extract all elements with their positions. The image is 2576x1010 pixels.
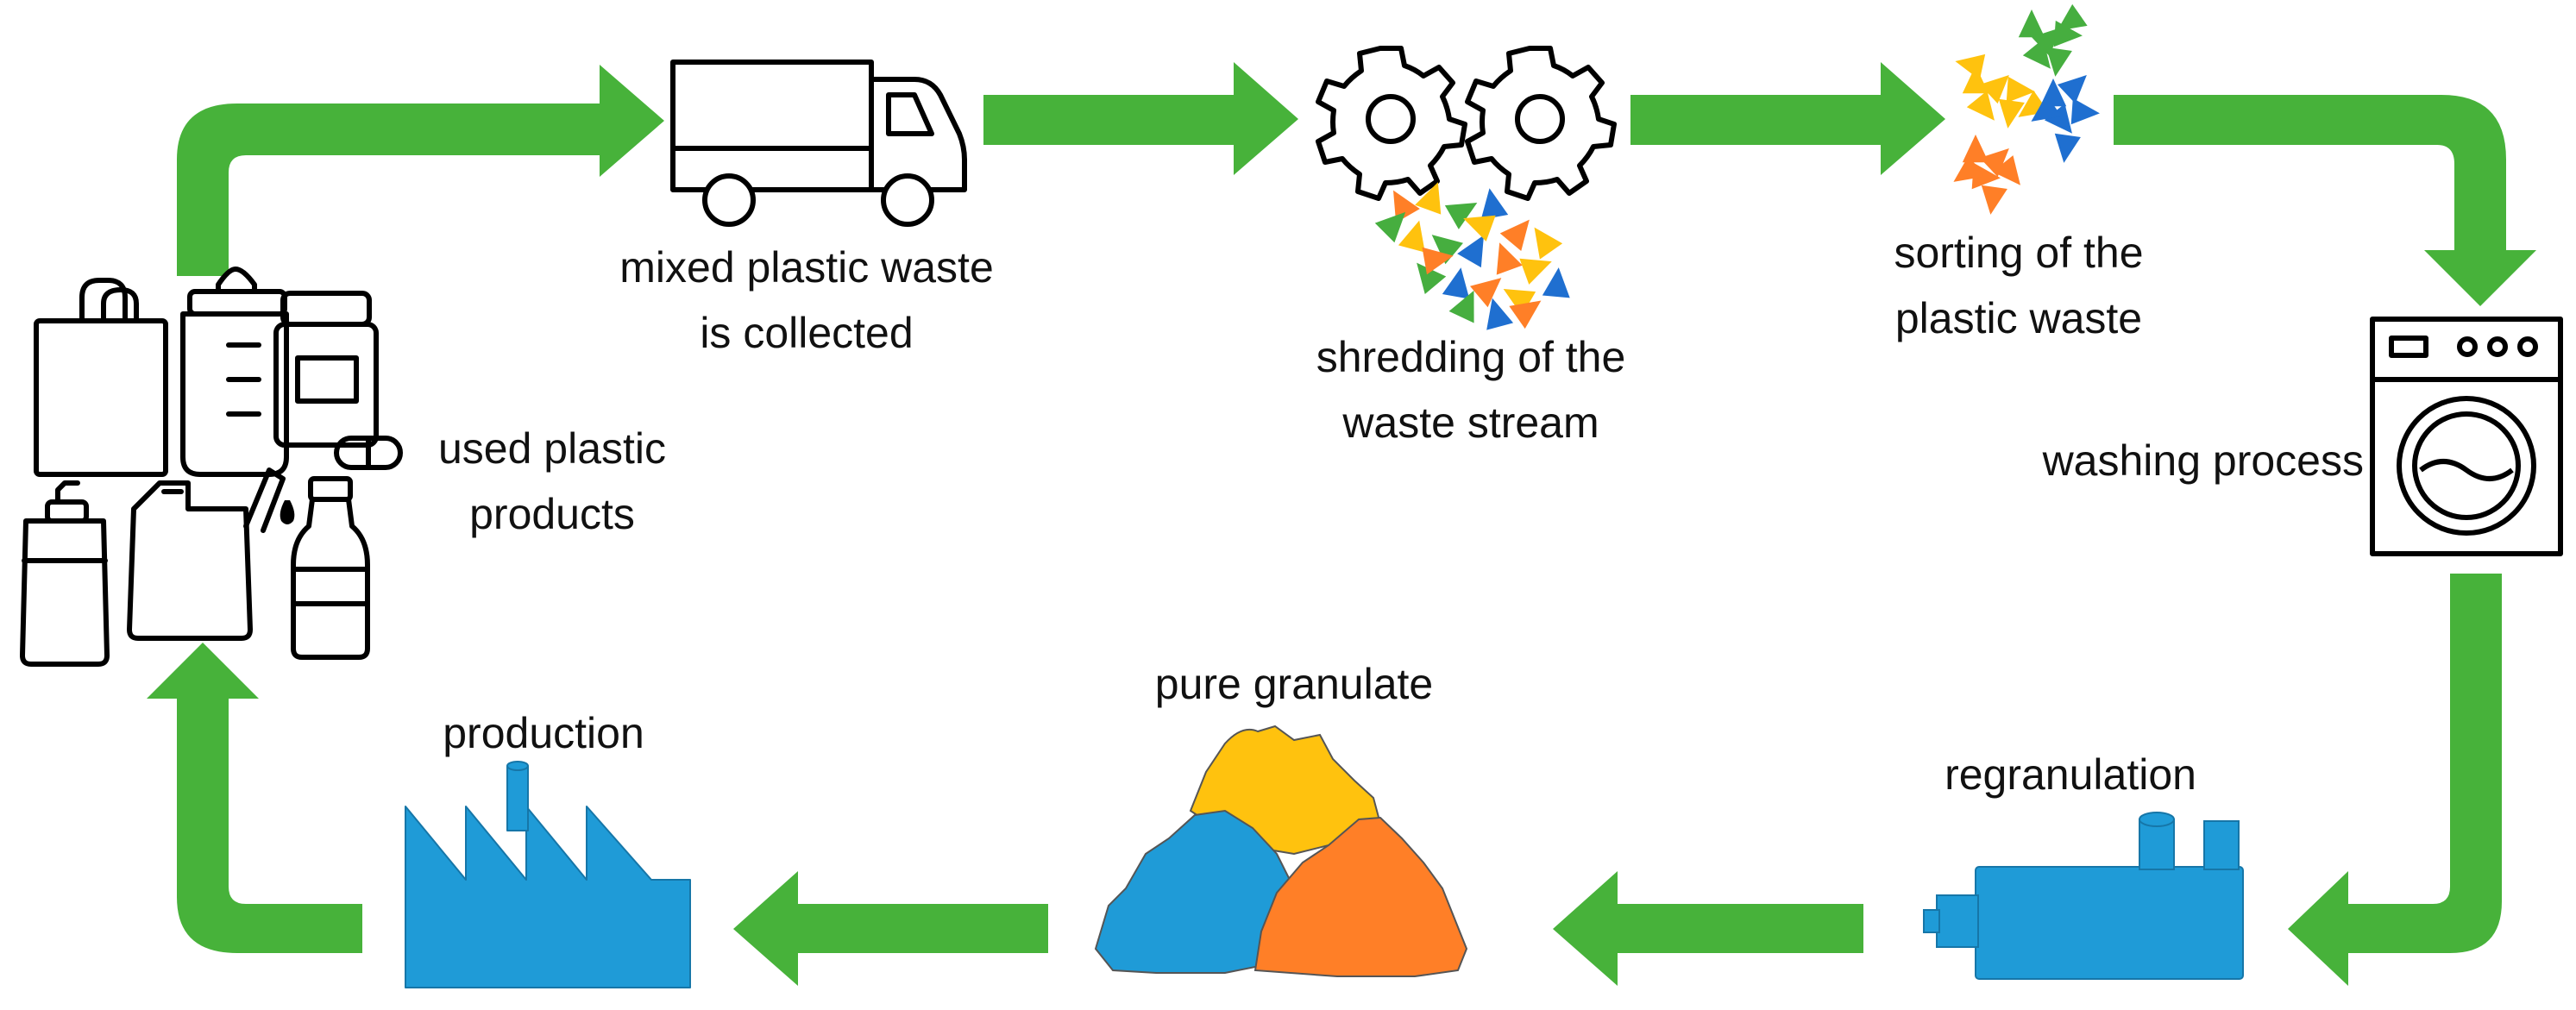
plastic-piece <box>1962 135 1989 163</box>
plastic-piece <box>2054 133 2081 163</box>
label-shredding-line2: waste stream <box>1342 398 1599 447</box>
label-collected-line1: mixed plastic waste <box>619 243 994 292</box>
plastic-piece <box>1519 258 1552 285</box>
plastic-products-icon <box>20 267 403 667</box>
sorted-pieces-icon <box>1953 3 2100 215</box>
label-collected-line2: is collected <box>700 309 914 357</box>
label-production: production <box>401 700 686 766</box>
plastic-piece <box>2044 104 2072 134</box>
regranulator-machine-icon <box>1923 812 2244 980</box>
label-sorting-line2: plastic waste <box>1894 294 2143 342</box>
plastic-piece <box>1981 185 2007 215</box>
plastic-piece <box>2070 97 2100 125</box>
plastic-piece <box>1374 211 1406 243</box>
shredded-pieces-icon <box>1374 182 1570 330</box>
arrow-gears-to-sorting <box>1630 62 1945 175</box>
washing-machine-icon <box>2370 317 2563 556</box>
plastic-piece <box>1422 247 1454 275</box>
label-granulate: pure granulate <box>1122 651 1467 717</box>
plastic-piece <box>1442 267 1470 299</box>
plastic-piece <box>2006 76 2035 104</box>
label-used-products: used plastic products <box>405 416 699 547</box>
arrow-regranulation-to-granulate <box>1553 871 1863 986</box>
label-washing: washing process <box>1984 428 2364 493</box>
label-regranulation: regranulation <box>1907 742 2234 807</box>
plastic-piece <box>2057 3 2088 31</box>
plastic-piece <box>1431 235 1464 265</box>
plastic-piece <box>1992 155 2020 185</box>
label-regranulation-line1: regranulation <box>1945 750 2196 799</box>
plastic-piece <box>2057 75 2087 104</box>
plastic-piece <box>1534 227 1563 260</box>
plastic-piece <box>1542 267 1570 298</box>
label-collected: mixed plastic waste is collected <box>604 235 1009 366</box>
label-production-line1: production <box>443 709 644 757</box>
plastic-piece <box>1953 154 1984 182</box>
arrow-products-to-truck <box>177 65 664 276</box>
arrow-truck-to-gears <box>983 62 1298 175</box>
arrow-sorting-to-washer <box>2114 95 2536 306</box>
label-washing-line1: washing process <box>2042 436 2364 485</box>
plastic-piece <box>2018 9 2045 38</box>
plastic-piece <box>1979 75 2009 104</box>
plastic-piece <box>1469 278 1502 308</box>
arrow-granulate-to-production <box>733 871 1048 986</box>
label-used-line1: used plastic <box>437 424 667 473</box>
plastic-piece <box>2045 47 2072 77</box>
arrow-washer-to-regranulation <box>2288 574 2502 986</box>
label-sorting-line1: sorting of the <box>1894 229 2144 277</box>
plastic-piece <box>1998 98 2025 129</box>
plastic-piece <box>1955 53 1986 80</box>
label-shredding: shredding of the waste stream <box>1277 324 1665 455</box>
gears-icon <box>1316 46 1614 201</box>
granulate-pile-icon <box>1094 725 1468 977</box>
truck-icon <box>670 60 967 227</box>
plastic-piece <box>1417 262 1447 295</box>
plastic-piece <box>1457 235 1484 268</box>
plastic-piece <box>2022 39 2051 69</box>
factory-icon <box>405 761 691 988</box>
plastic-piece <box>1979 148 2009 178</box>
plastic-piece <box>1448 290 1474 323</box>
plastic-piece <box>1398 220 1425 253</box>
plastic-piece <box>1444 203 1478 229</box>
label-granulate-line1: pure granulate <box>1154 660 1434 708</box>
plastic-piece <box>1496 242 1523 275</box>
plastic-piece <box>1415 182 1442 215</box>
plastic-piece <box>2031 94 2062 122</box>
plastic-piece <box>2031 28 2061 57</box>
plastic-piece <box>1503 289 1536 316</box>
label-sorting: sorting of the plastic waste <box>1838 220 2200 351</box>
plastic-piece <box>1509 300 1542 329</box>
plastic-piece <box>1971 162 2001 190</box>
label-shredding-line1: shredding of the <box>1316 333 1626 381</box>
label-used-line2: products <box>469 490 635 538</box>
plastic-piece <box>1480 188 1509 220</box>
arrow-production-to-products <box>147 643 362 953</box>
plastic-piece <box>1463 215 1496 242</box>
plastic-piece <box>1966 91 1995 121</box>
plastic-piece <box>1499 219 1530 252</box>
plastic-piece <box>1486 298 1514 330</box>
